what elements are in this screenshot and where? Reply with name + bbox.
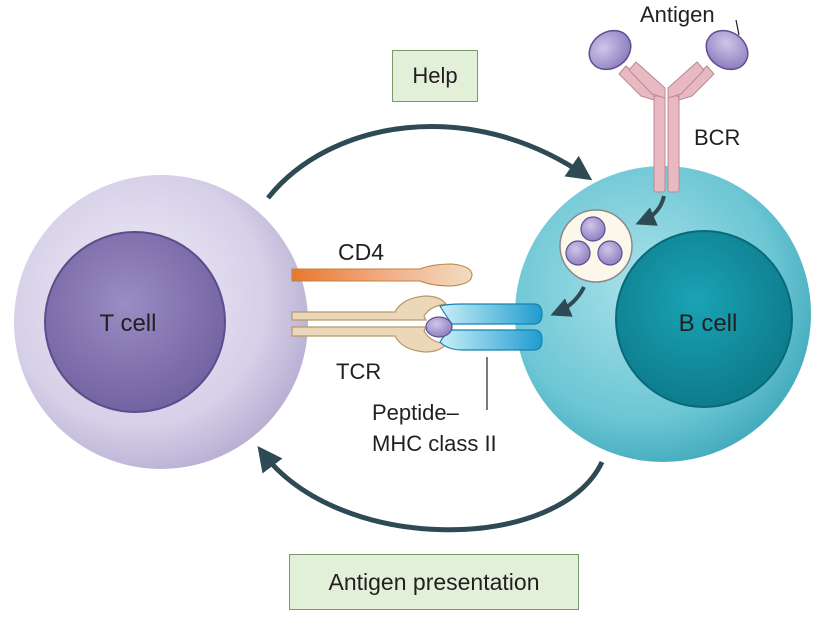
processing-arrow: [550, 286, 586, 317]
antigen-internal-2: [565, 240, 591, 266]
antigen-presentation-label: Antigen presentation: [328, 568, 540, 595]
cd4-label: CD4: [338, 239, 384, 265]
peptide-mhc-label-line1: Peptide–: [372, 400, 460, 425]
help-arrow: [266, 124, 593, 200]
t-cell-nucleus: [44, 231, 226, 413]
antigen-presentation-label-box: Antigen presentation: [289, 554, 579, 610]
cd4-molecule: [291, 263, 473, 287]
peptide-mhc-label-line2: MHC class II: [372, 431, 497, 456]
bcr-label: BCR: [694, 125, 740, 150]
peptide-antigen: [425, 316, 453, 338]
antigen-right: [705, 29, 749, 71]
antigen-left: [588, 29, 632, 71]
antigen-internal-1: [580, 216, 606, 242]
mhc-class-ii: [439, 303, 543, 351]
tcr-label: TCR: [336, 359, 381, 384]
antigen-pointer: [735, 19, 740, 36]
tcr-receptor: [291, 295, 448, 353]
internalization-arrow: [635, 195, 666, 226]
help-label: Help: [412, 63, 458, 88]
antigen-label: Antigen: [640, 2, 715, 27]
t-cell-label: T cell: [100, 310, 157, 337]
b-cell-label: B cell: [679, 310, 738, 337]
antigen-presentation-arrow: [257, 446, 605, 533]
help-label-box: Help: [392, 50, 478, 102]
b-cell-nucleus: [615, 230, 793, 408]
bcr-receptor: [618, 61, 715, 193]
antigen-internal-3: [597, 240, 623, 266]
